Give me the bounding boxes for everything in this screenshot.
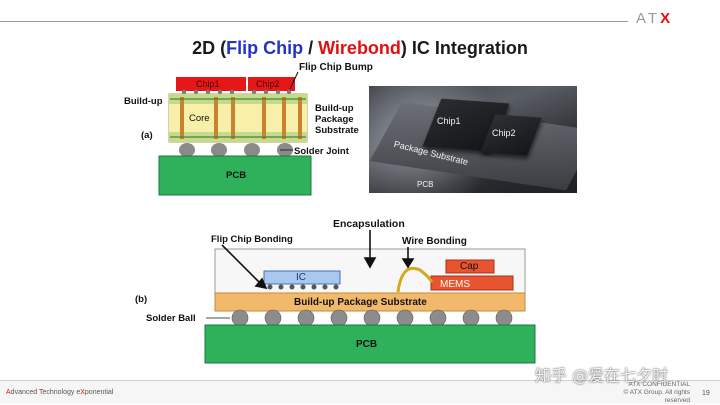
flip-chip-bumps — [181, 89, 292, 95]
mems-label: MEMS — [440, 279, 470, 290]
cap-label: Cap — [460, 261, 479, 272]
substrate-vias — [180, 97, 302, 139]
buildup-substrate-label: Build-up Package Substrate — [315, 103, 359, 136]
package-photo: Chip1 Chip2 Package Substrate PCB — [369, 86, 577, 193]
encapsulation-label: Encapsulation — [333, 218, 405, 230]
chip1-shape — [176, 77, 246, 91]
substrate-traces — [170, 98, 306, 138]
mems-shape — [430, 275, 514, 291]
core-label: Core — [189, 113, 210, 124]
buildup-substrate-line2: Package — [315, 114, 354, 125]
atx-logo: ATX — [636, 10, 674, 27]
buildup-substrate-line1: Build-up — [315, 103, 354, 114]
footer-confidential: ATX CONFIDENTIAL © ATX Group. All rights… — [606, 381, 690, 405]
confidential-text: ATX CONFIDENTIAL — [628, 381, 690, 388]
buildup-substrate-line3: Substrate — [315, 125, 359, 136]
photo-chip2-label: Chip2 — [492, 128, 516, 138]
wire-bonding-label: Wire Bonding — [402, 236, 467, 247]
wire-bond-shape — [396, 266, 434, 293]
solder-ball-label: Solder Ball — [146, 313, 196, 324]
footer-tagline: Advanced Technology eXponential — [6, 389, 114, 396]
pcb-a-shape — [158, 155, 312, 196]
chip2-label: Chip2 — [256, 79, 280, 89]
pcb-a-label: PCB — [226, 170, 247, 181]
diagram-a-label: (a) — [141, 130, 153, 141]
chip2-shape — [248, 77, 295, 91]
pcb-b-label: PCB — [356, 339, 378, 350]
page-number: 19 — [702, 390, 710, 397]
solder-joints — [179, 143, 293, 157]
diagram-b-label: (b) — [135, 294, 148, 305]
bump-leader — [289, 71, 299, 90]
flip-chip-bonding-label: Flip Chip Bonding — [211, 234, 293, 245]
photo-chip1-label: Chip1 — [437, 116, 461, 126]
ic-shape — [263, 270, 341, 285]
pcb-b-shape — [204, 324, 536, 364]
solder-joint-label: Solder Joint — [294, 146, 349, 157]
chip1-label: Chip1 — [196, 79, 220, 89]
header-rule — [0, 21, 628, 22]
page-title: 2D (Flip Chip / Wirebond) IC Integration — [192, 38, 528, 58]
copyright-text: © ATX Group. All rights reserved — [623, 389, 690, 404]
solder-balls — [231, 309, 513, 327]
watermark-text: 知乎 @爱在七夕时 — [535, 366, 669, 385]
ic-label: IC — [296, 272, 306, 283]
substrate-b-label: Build-up Package Substrate — [294, 297, 427, 308]
cap-shape — [445, 259, 495, 274]
footer-bar — [0, 380, 720, 404]
ic-bumps — [267, 284, 339, 290]
photo-pcb-label: PCB — [417, 180, 434, 189]
flip-chip-bump-label: Flip Chip Bump — [299, 62, 373, 73]
buildup-left-label: Build-up — [124, 96, 163, 107]
callout-arrows — [221, 230, 415, 290]
